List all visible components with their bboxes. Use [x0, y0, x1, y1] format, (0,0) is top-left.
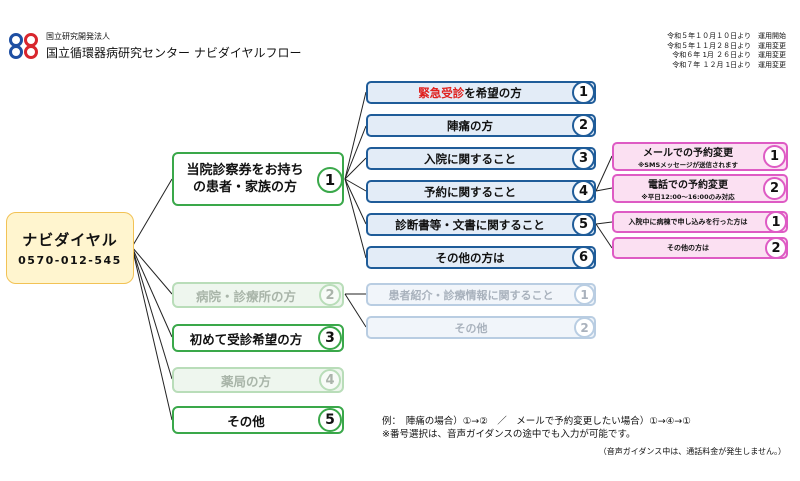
l3-ward-request: 入院中に病棟で申し込みを行った方は: [612, 211, 788, 233]
l3-doc-number-1: 1: [765, 211, 787, 233]
l2-number-4: 4: [572, 180, 595, 203]
l3-label: メールでの予約変更: [643, 148, 733, 159]
l3-doc-other: その他の方は: [612, 237, 788, 259]
l1-number-4: 4: [319, 369, 341, 391]
l1-number-3: 3: [318, 326, 342, 350]
l2-label: 患者紹介・診療情報に関すること: [388, 288, 554, 302]
operation-note: 令和７年 １２月 1日より 運用変更: [672, 60, 786, 69]
ncvc-logo: [9, 33, 38, 59]
l1-label: その他: [227, 413, 265, 429]
l3-label: 電話での予約変更: [648, 180, 728, 191]
l3-number-1: 1: [763, 145, 786, 168]
l2-labor: 陣痛の方: [366, 114, 596, 137]
l3-label: 入院中に病棟で申し込みを行った方は: [628, 218, 748, 226]
l3-label: その他の方は: [667, 244, 709, 252]
operation-note: 令和５年１０月１０日より 運用開始: [667, 32, 786, 40]
l2-admission: 入院に関すること: [366, 147, 596, 170]
l1-number-1: 1: [317, 167, 343, 193]
l2-label: その他: [454, 321, 488, 335]
l2-number-6: 6: [572, 246, 595, 269]
l2-label: 入院に関すること: [424, 151, 516, 166]
l1-label: 初めて受診希望の方: [189, 331, 303, 347]
l1-patient-family: 当院診察券をお持ち の患者・家族の方: [172, 152, 344, 206]
l3-sub: ※SMSメッセージが送信されます: [637, 161, 739, 169]
root-node-navidial: ナビダイヤル 0570-012-545: [6, 212, 134, 284]
operation-notes: 令和５年１０月１０日より 運用開始 令和５年１１月２８日より 運用変更 令和６年…: [667, 32, 786, 70]
example-line: ※番号選択は、音声ガイダンスの途中でも入力が可能です。: [382, 429, 636, 440]
operation-note: 令和６年 1月 ２６日より 運用変更: [672, 51, 786, 59]
l1-pharmacy: 薬局の方: [172, 367, 344, 393]
l1-number-2: 2: [319, 284, 341, 306]
l3-phone-change: 電話での予約変更 ※平日12:00～16:00のみ対応: [612, 174, 788, 203]
l2-number-5: 5: [572, 213, 595, 236]
l2-label: 陣痛の方: [447, 118, 493, 133]
l1-label-line: 当院診察券をお持ち: [186, 163, 304, 178]
l2-label: その他の方は: [435, 250, 505, 265]
l1-other: その他: [172, 406, 344, 434]
root-title: ナビダイヤル: [22, 231, 118, 249]
l2-referral: 患者紹介・診療情報に関すること: [366, 283, 596, 306]
l3-doc-number-2: 2: [765, 237, 787, 259]
l2-number-2: 2: [572, 114, 595, 137]
l2-label: 予約に関すること: [424, 184, 516, 199]
root-phone: 0570-012-545: [18, 254, 122, 267]
l1-clinic: 病院・診療所の方: [172, 282, 344, 308]
l2-label: を希望の方: [464, 85, 522, 100]
example-note: 例： 陣痛の場合）①→② ／ メールで予約変更したい場合）①→④→① ※番号選択…: [382, 415, 691, 441]
l1-label: 薬局の方: [220, 373, 271, 389]
l1-label: 病院・診療所の方: [195, 288, 296, 304]
l1-first-visit: 初めて受診希望の方: [172, 324, 344, 352]
l2-clinic-other: その他: [366, 316, 596, 339]
footer-note: （音声ガイダンス中は、通話料金が発生しません。）: [598, 447, 786, 456]
l2-documents: 診断書等・文書に関すること: [366, 213, 596, 236]
l2-clinic-number-2: 2: [574, 317, 595, 338]
l1-number-5: 5: [318, 408, 342, 432]
l2-emergency: 緊急受診を希望の方: [366, 81, 596, 104]
l2-emergency-highlight: 緊急受診: [418, 85, 465, 100]
operation-note: 令和５年１１月２８日より 運用変更: [667, 41, 786, 50]
l3-email-change: メールでの予約変更 ※SMSメッセージが送信されます: [612, 142, 788, 171]
org-subtitle: 国立研究開発法人: [46, 32, 110, 41]
l2-label: 診断書等・文書に関すること: [395, 217, 545, 232]
l2-other: その他の方は: [366, 246, 596, 269]
l1-label-line: の患者・家族の方: [192, 180, 297, 195]
example-line: 例： 陣痛の場合）①→② ／ メールで予約変更したい場合）①→④→①: [382, 416, 691, 427]
l2-number-1: 1: [572, 81, 595, 104]
l3-sub: ※平日12:00～16:00のみ対応: [641, 193, 735, 201]
page-title: 国立循環器病研究センター ナビダイヤルフロー: [46, 46, 302, 60]
l2-number-3: 3: [572, 147, 595, 170]
l3-number-2: 2: [763, 177, 786, 200]
l2-reservation: 予約に関すること: [366, 180, 596, 203]
l2-clinic-number-1: 1: [574, 284, 595, 305]
